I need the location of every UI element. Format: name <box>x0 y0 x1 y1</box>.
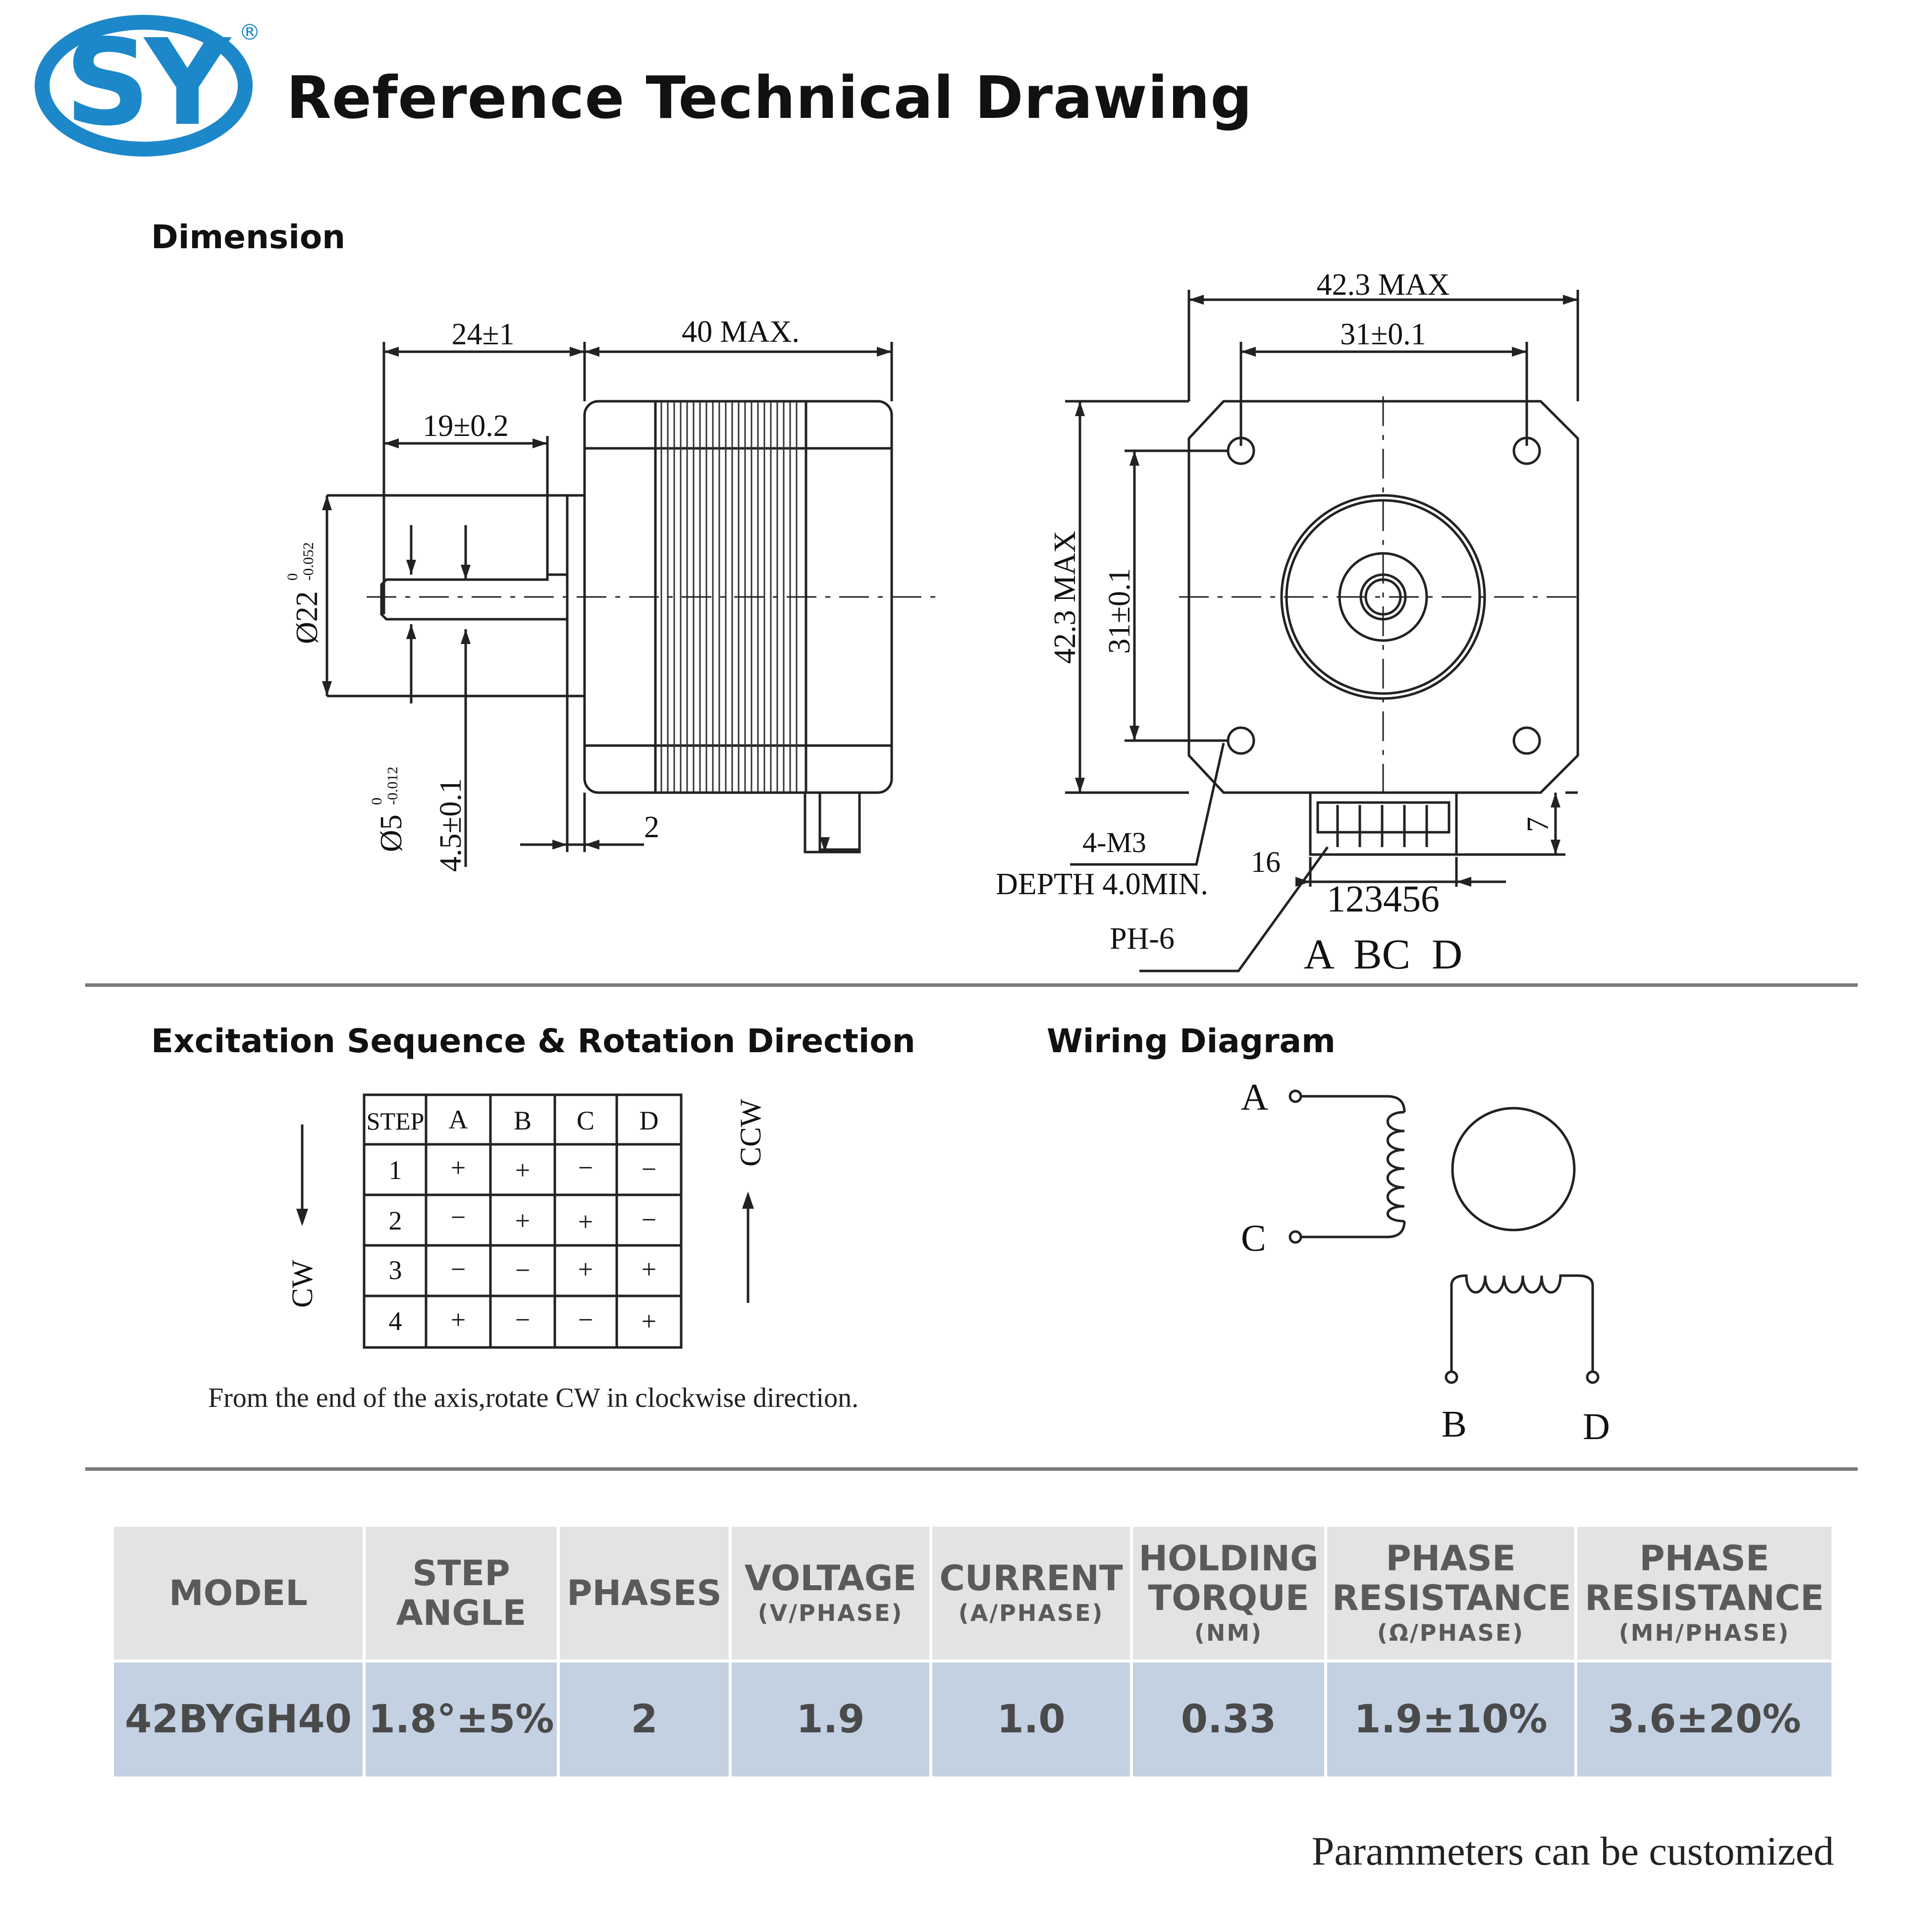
seq-cell: 3 <box>389 1255 402 1285</box>
spec-header-row: MODEL STEP ANGLE PHASES VOLTAGE(V/PHASE)… <box>114 1527 1834 1663</box>
seq-cell: + <box>515 1206 530 1235</box>
dia-5: Ø5 <box>375 814 408 852</box>
spec-header-phases: PHASES <box>558 1527 732 1663</box>
spec-value-phases: 2 <box>558 1661 732 1776</box>
spec-value-current: 1.0 <box>931 1661 1133 1776</box>
logo-text: SY <box>65 14 232 152</box>
rotation-note: From the end of the axis,rotate CW in cl… <box>208 1383 859 1413</box>
spec-table: MODEL STEP ANGLE PHASES VOLTAGE(V/PHASE)… <box>114 1527 1834 1776</box>
wire-label-c: C <box>1241 1218 1266 1259</box>
dim-7: 7 <box>1521 817 1555 832</box>
seq-cell: − <box>578 1305 593 1335</box>
customization-note: Parammeters can be customized <box>1311 1828 1834 1874</box>
dim-2: 2 <box>644 810 659 844</box>
sy-logo: SY ® <box>35 14 261 157</box>
dim-4-5: 4.5±0.1 <box>434 778 468 872</box>
spec-header-phase-inductance: PHASE RESISTANCE(MH/PHASE) <box>1576 1527 1834 1663</box>
dim-42-top: 42.3 MAX <box>1317 268 1450 302</box>
seq-cell: 1 <box>389 1155 402 1185</box>
spec-value-row: 42BYGH40 1.8°±5% 2 1.9 1.0 0.33 1.9±10% … <box>114 1661 1834 1776</box>
spec-header-voltage: VOLTAGE(V/PHASE) <box>730 1527 932 1663</box>
seq-cell: − <box>642 1154 656 1184</box>
seq-header-b: B <box>514 1106 532 1135</box>
divider-top <box>85 983 1858 987</box>
seq-cell: + <box>451 1305 466 1335</box>
spec-header-model: MODEL <box>114 1527 366 1663</box>
spec-header-holding-torque: HOLDING TORQUE(NM) <box>1131 1527 1327 1663</box>
spec-value-voltage: 1.9 <box>730 1661 932 1776</box>
spec-value-model: 42BYGH40 <box>114 1661 366 1776</box>
page-title: Reference Technical Drawing <box>286 63 1253 132</box>
excitation-section-title: Excitation Sequence & Rotation Direction <box>151 1022 915 1060</box>
pin-letters: A BC D <box>1304 930 1462 978</box>
seq-cell: + <box>515 1155 530 1185</box>
seq-cell: − <box>451 1254 466 1284</box>
seq-cell: − <box>515 1305 530 1335</box>
dia-22-tol-lower: -0.052 <box>300 542 317 581</box>
spec-value-phase-inductance: 3.6±20% <box>1576 1661 1834 1776</box>
dim-40: 40 MAX. <box>682 315 800 349</box>
thread-label: 4-M3 <box>1082 826 1146 859</box>
spec-header-step-angle: STEP ANGLE <box>364 1527 560 1663</box>
wire-label-d: D <box>1583 1406 1610 1448</box>
seq-cell: 2 <box>389 1206 402 1235</box>
cw-label: CW <box>286 1260 319 1308</box>
dia-5-tol-lower: -0.012 <box>384 767 401 805</box>
connector-label: PH-6 <box>1110 922 1175 956</box>
pin-numbers: 123456 <box>1327 878 1440 920</box>
dim-31-side: 31±0.1 <box>1103 568 1136 654</box>
seq-header-c: C <box>577 1106 594 1135</box>
wiring-section-title: Wiring Diagram <box>1047 1022 1336 1060</box>
depth-label: DEPTH 4.0MIN. <box>996 867 1208 901</box>
dimension-section-title: Dimension <box>151 218 346 256</box>
spec-header-phase-resistance: PHASE RESISTANCE(Ω/PHASE) <box>1326 1527 1577 1663</box>
seq-cell: − <box>578 1153 593 1182</box>
spec-value-step-angle: 1.8°±5% <box>364 1661 560 1776</box>
dia-22-tol-upper: 0 <box>284 573 301 581</box>
seq-cell: − <box>451 1202 466 1232</box>
seq-cell: − <box>642 1205 656 1234</box>
dia-22: Ø22 <box>290 591 324 644</box>
dim-16: 16 <box>1251 846 1281 878</box>
wire-label-a: A <box>1241 1076 1268 1118</box>
excitation-drawing: CW CCW STEP A B C D 1 + + − − 2 − + + − … <box>286 1093 767 1349</box>
dim-31-top: 31±0.1 <box>1340 318 1426 351</box>
registered-mark: ® <box>239 20 261 45</box>
wire-label-b: B <box>1442 1403 1467 1445</box>
wiring-diagram: A C B D <box>1241 1076 1610 1448</box>
seq-cell: + <box>578 1207 593 1236</box>
spec-value-phase-resistance: 1.9±10% <box>1326 1661 1577 1776</box>
seq-header-d: D <box>640 1106 659 1135</box>
dim-19: 19±0.2 <box>423 409 509 443</box>
dimension-drawing: 24±1 40 MAX. 19±0.2 2 Ø22 0 -0.052 Ø5 0 … <box>284 268 1585 978</box>
seq-cell: + <box>578 1254 593 1284</box>
dia-5-tol-upper: 0 <box>369 798 385 805</box>
seq-cell: 4 <box>389 1306 402 1336</box>
dim-42-side: 42.3 MAX <box>1048 531 1082 664</box>
ccw-label: CCW <box>734 1099 767 1167</box>
seq-cell: − <box>515 1255 530 1285</box>
divider-bottom <box>85 1467 1858 1471</box>
dim-24: 24±1 <box>451 318 514 351</box>
seq-cell: + <box>451 1153 466 1182</box>
spec-value-holding-torque: 0.33 <box>1131 1661 1327 1776</box>
seq-cell: + <box>642 1254 656 1284</box>
seq-cell: + <box>642 1306 656 1336</box>
seq-header-step: STEP <box>367 1107 425 1135</box>
seq-header-a: A <box>449 1105 468 1134</box>
spec-header-current: CURRENT(A/PHASE) <box>931 1527 1133 1663</box>
